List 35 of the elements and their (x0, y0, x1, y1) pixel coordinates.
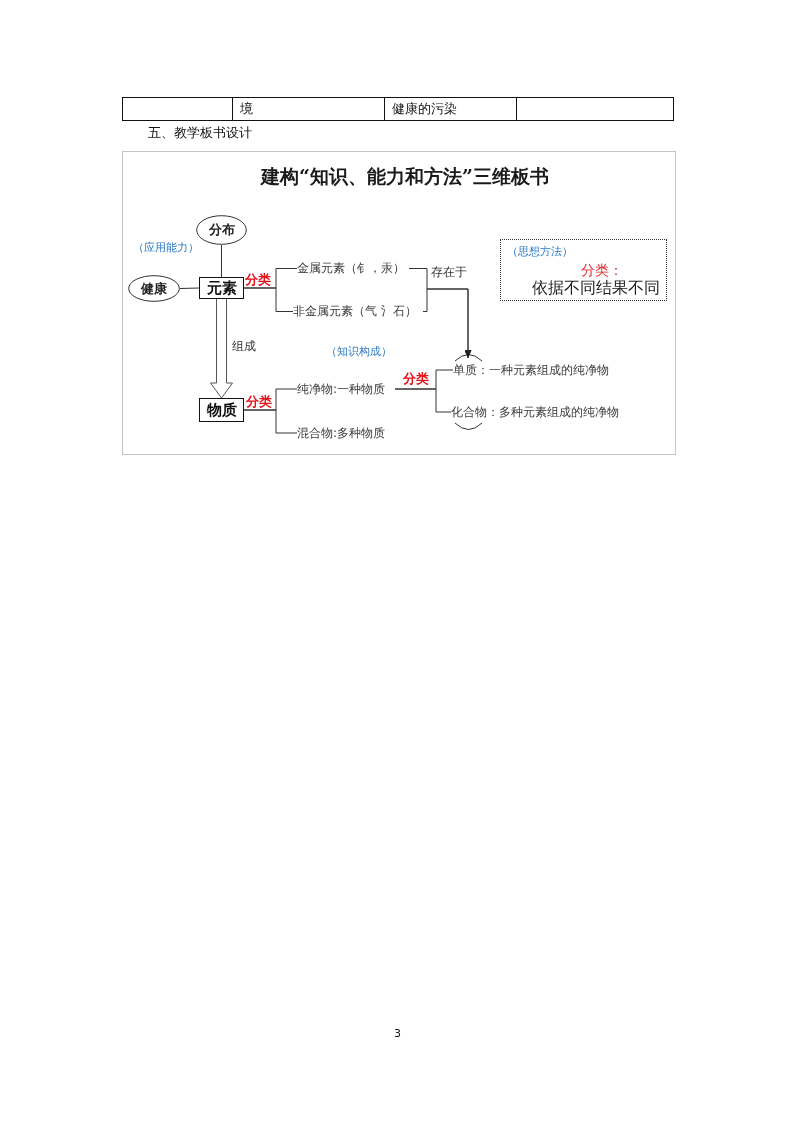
term-box (199, 277, 244, 299)
board-title: 建构“知识、能力和方法”三维板书 (261, 165, 549, 187)
edge-label: 分类 (246, 395, 272, 409)
method-heading: 分类： (581, 262, 623, 278)
cell-text: 健康的污染 (392, 101, 457, 117)
category-text: 纯净物:一种物质 (297, 381, 386, 397)
edge-label: 存在于 (431, 265, 467, 279)
annotation-tag: （知识构成） (326, 345, 392, 358)
node-label: 物质 (206, 400, 237, 420)
category-text: 混合物:多种物质 (297, 425, 386, 441)
bracket-line (243, 409, 298, 434)
note-box (500, 239, 667, 301)
term-box (199, 398, 244, 422)
page-number: 3 (394, 1027, 401, 1040)
annotation-tag: （应用能力） (133, 241, 199, 254)
arrow (422, 288, 472, 359)
edge-label: 分类 (245, 273, 271, 287)
node-label: 元素 (206, 278, 237, 298)
node-label: 健康 (141, 279, 167, 298)
method-text: 依据不同结果不同 (532, 279, 660, 297)
category-text: 单质：一种元素组成的纯净物 (453, 362, 609, 378)
edge-label: 组成 (232, 339, 256, 353)
edge-label: 分类 (403, 372, 429, 386)
node-label: 分布 (208, 221, 235, 239)
section-heading: 五、教学板书设计 (148, 125, 252, 141)
method-tag: （思想方法） (507, 245, 573, 258)
bracket-line (243, 287, 294, 312)
category-text: 金属元素（钅，汞） (297, 261, 405, 276)
connector-line (179, 287, 200, 289)
block-arrow (210, 298, 233, 399)
category-text: 非金属元素（气 氵石） (293, 304, 417, 319)
connector-line (221, 244, 222, 278)
category-text: 化合物：多种元素组成的纯净物 (451, 404, 619, 420)
cell-text: 境 (240, 101, 253, 117)
bracket-line (394, 388, 452, 413)
